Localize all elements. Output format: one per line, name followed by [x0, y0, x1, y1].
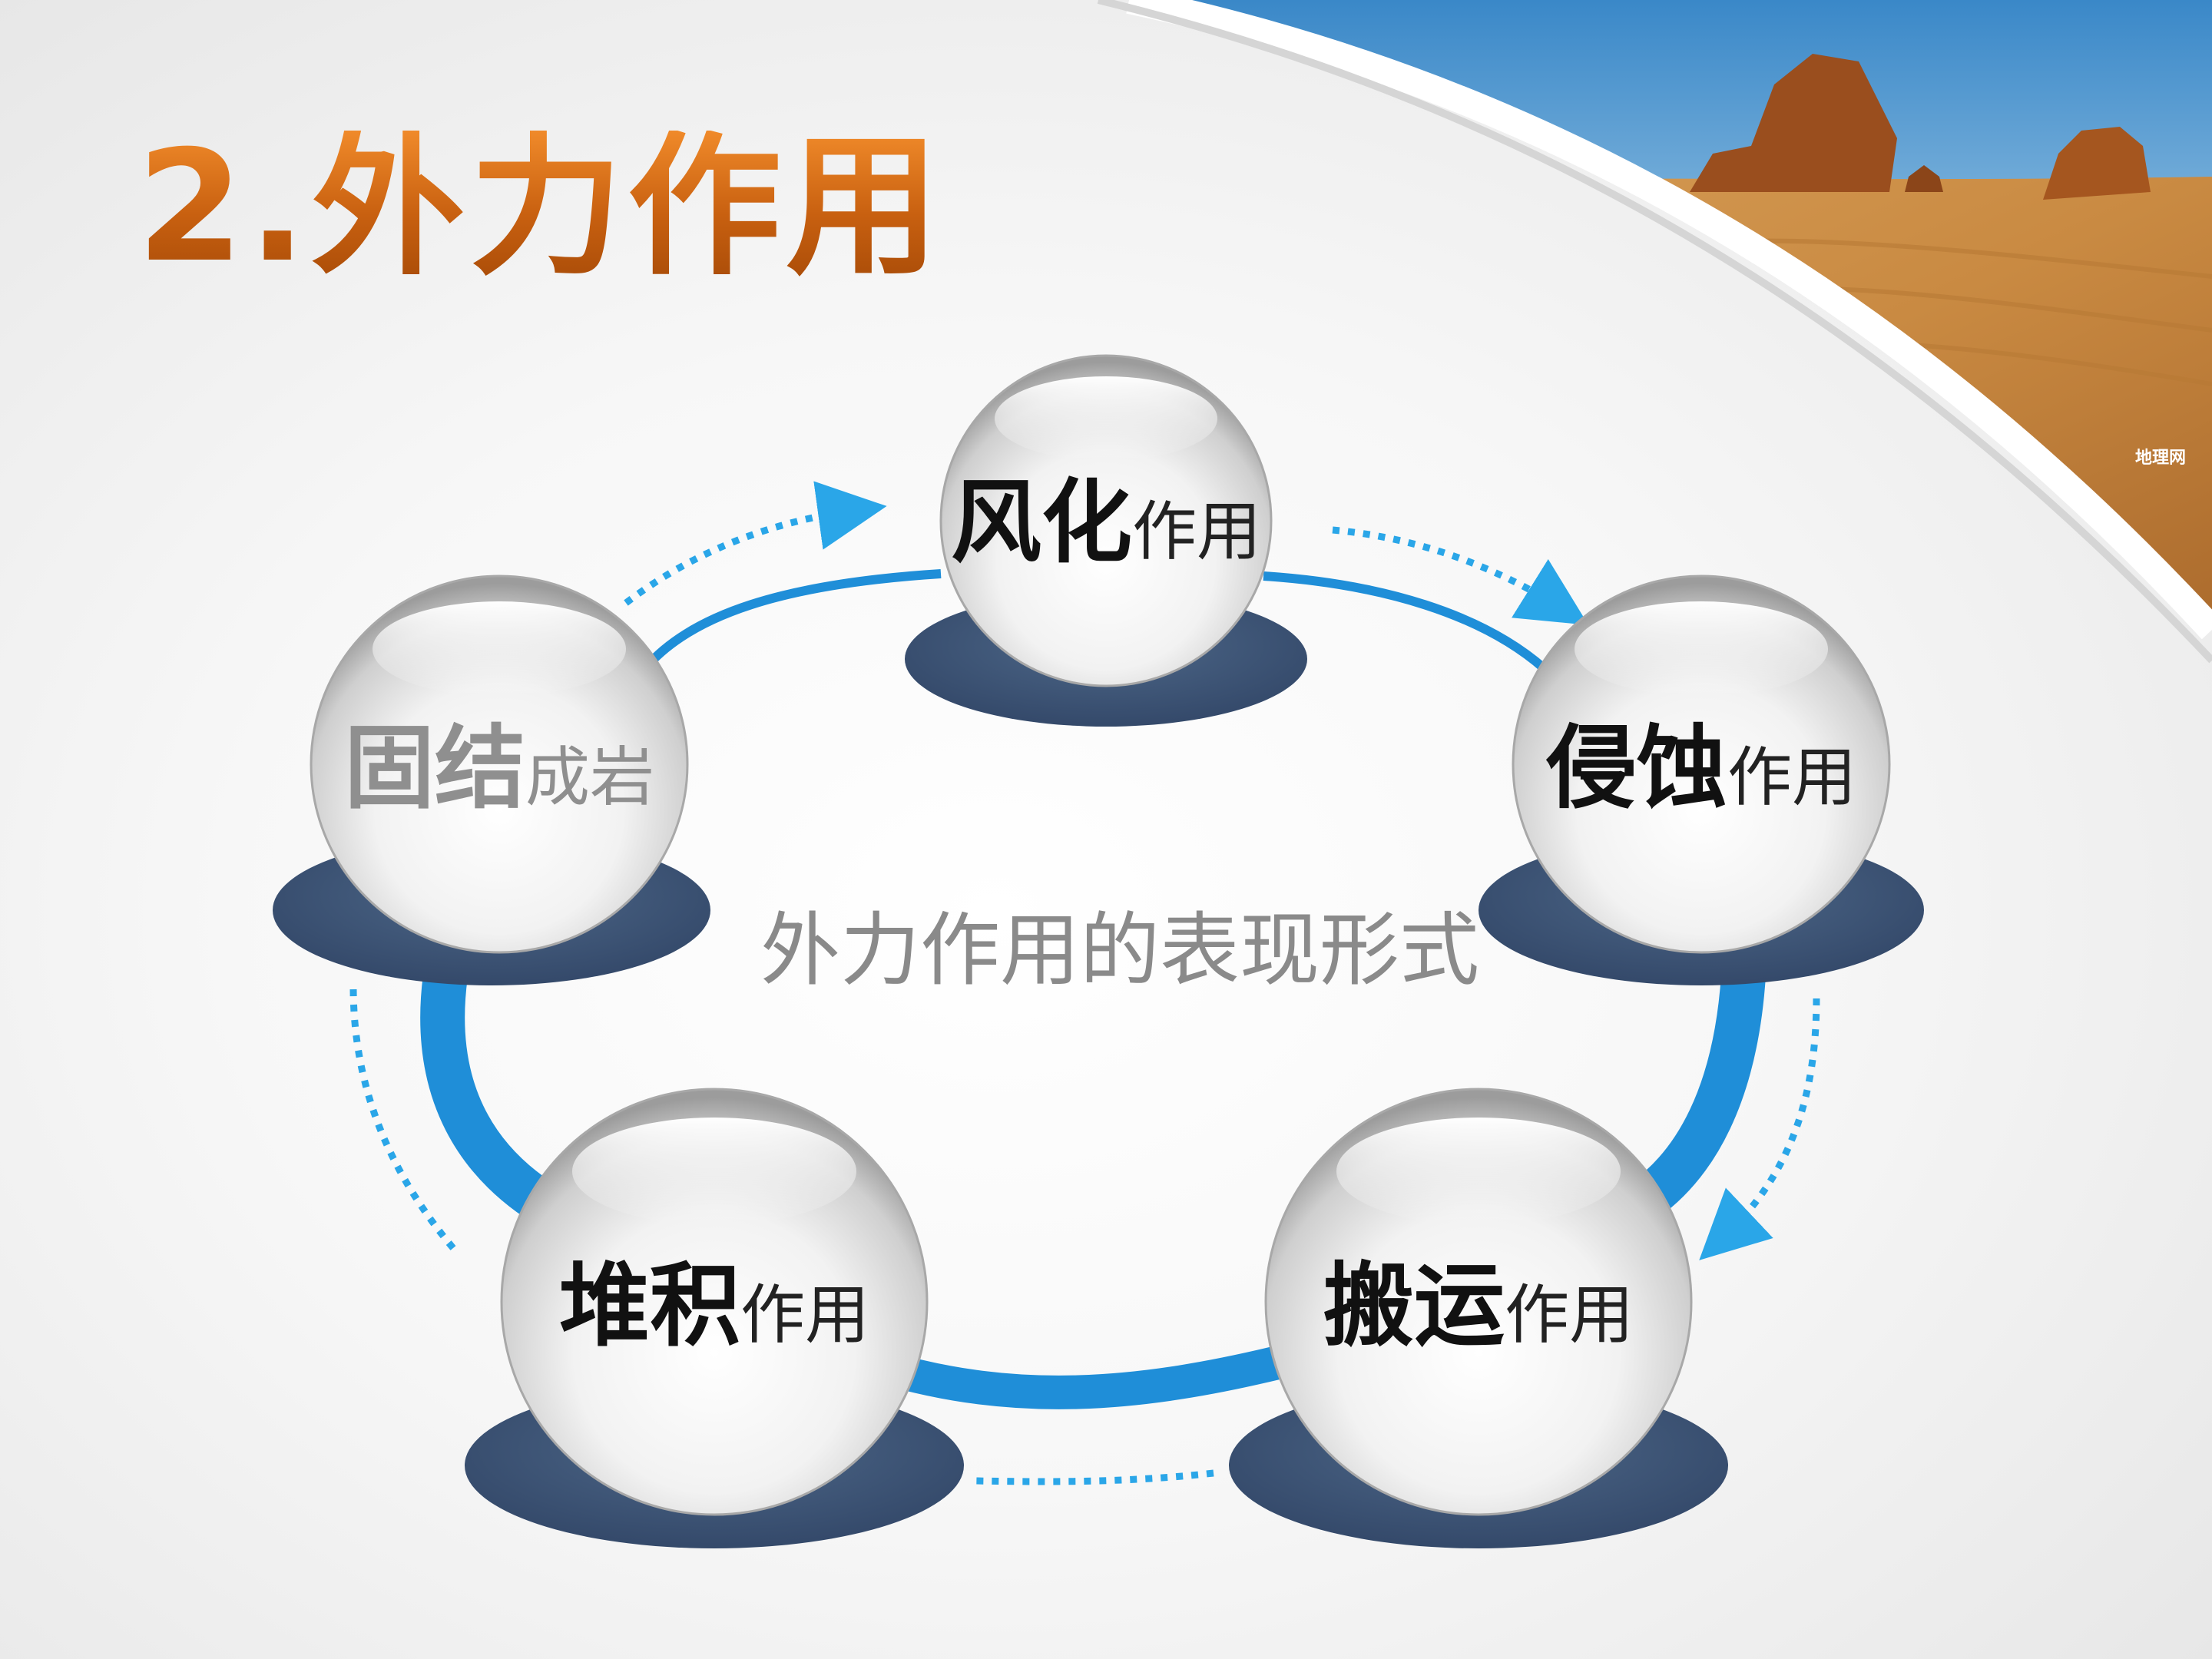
spheres	[310, 354, 1891, 1516]
node-erosion-sub: 作用	[1727, 740, 1857, 815]
center-caption: 外力作用的表现形式	[760, 903, 1480, 997]
node-erosion-main: 侵蚀	[1545, 715, 1727, 821]
node-consolidation-sub: 成岩	[525, 740, 655, 815]
node-weathering-main: 风化	[950, 469, 1132, 575]
cycle-dotted-arrows	[349, 481, 1820, 1485]
node-consolidation: 固结成岩	[344, 723, 654, 813]
node-erosion: 侵蚀作用	[1546, 723, 1856, 813]
node-transport: 搬运作用	[1323, 1260, 1634, 1351]
node-weathering: 风化作用	[951, 477, 1261, 568]
node-consolidation-main: 固结	[343, 715, 525, 821]
watermark-text: 地理网	[2135, 449, 2187, 468]
node-transport-main: 搬运	[1323, 1253, 1505, 1359]
node-weathering-sub: 作用	[1132, 494, 1262, 569]
slide-title: 2.外力作用	[137, 118, 945, 296]
node-deposition-main: 堆积	[558, 1253, 740, 1359]
node-deposition-sub: 作用	[740, 1277, 870, 1353]
node-deposition: 堆积作用	[559, 1260, 869, 1351]
node-transport-sub: 作用	[1505, 1277, 1634, 1353]
